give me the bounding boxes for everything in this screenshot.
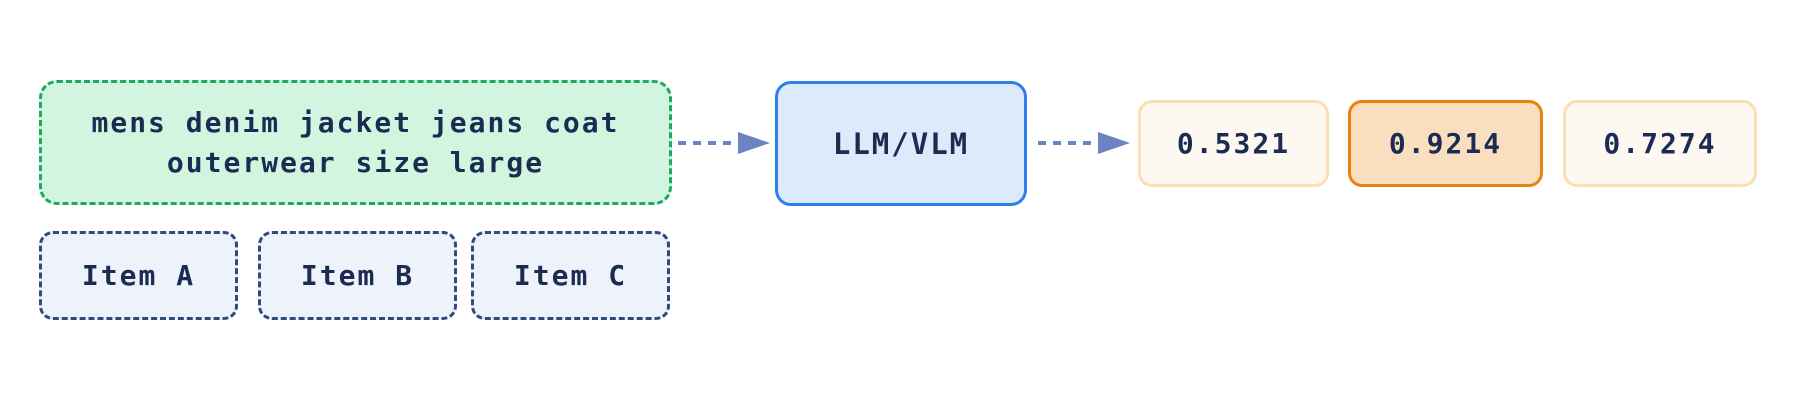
item-node-a: Item A: [39, 231, 238, 320]
item-label: Item A: [81, 259, 196, 292]
model-label: LLM/VLM: [832, 126, 970, 161]
score-value: 0.9214: [1388, 127, 1503, 160]
query-node: mens denim jacket jeans coat outerwear s…: [39, 80, 672, 205]
score-value: 0.7274: [1603, 127, 1717, 160]
item-node-c: Item C: [471, 231, 670, 320]
dashed-arrow-right-icon: [678, 132, 770, 154]
query-text-line2: outerwear size large: [166, 145, 545, 179]
score-value: 0.5321: [1176, 127, 1291, 160]
item-label: Item C: [513, 259, 628, 292]
score-node-1: 0.5321: [1138, 100, 1329, 187]
model-node: LLM/VLM: [775, 81, 1027, 206]
query-text-line1: mens denim jacket jeans coat: [91, 105, 620, 139]
score-node-2-highlighted: 0.9214: [1348, 100, 1543, 187]
item-node-b: Item B: [258, 231, 457, 320]
score-node-3: 0.7274: [1563, 100, 1757, 187]
dashed-arrow-right-icon: [1038, 132, 1130, 154]
item-label: Item B: [300, 259, 415, 292]
